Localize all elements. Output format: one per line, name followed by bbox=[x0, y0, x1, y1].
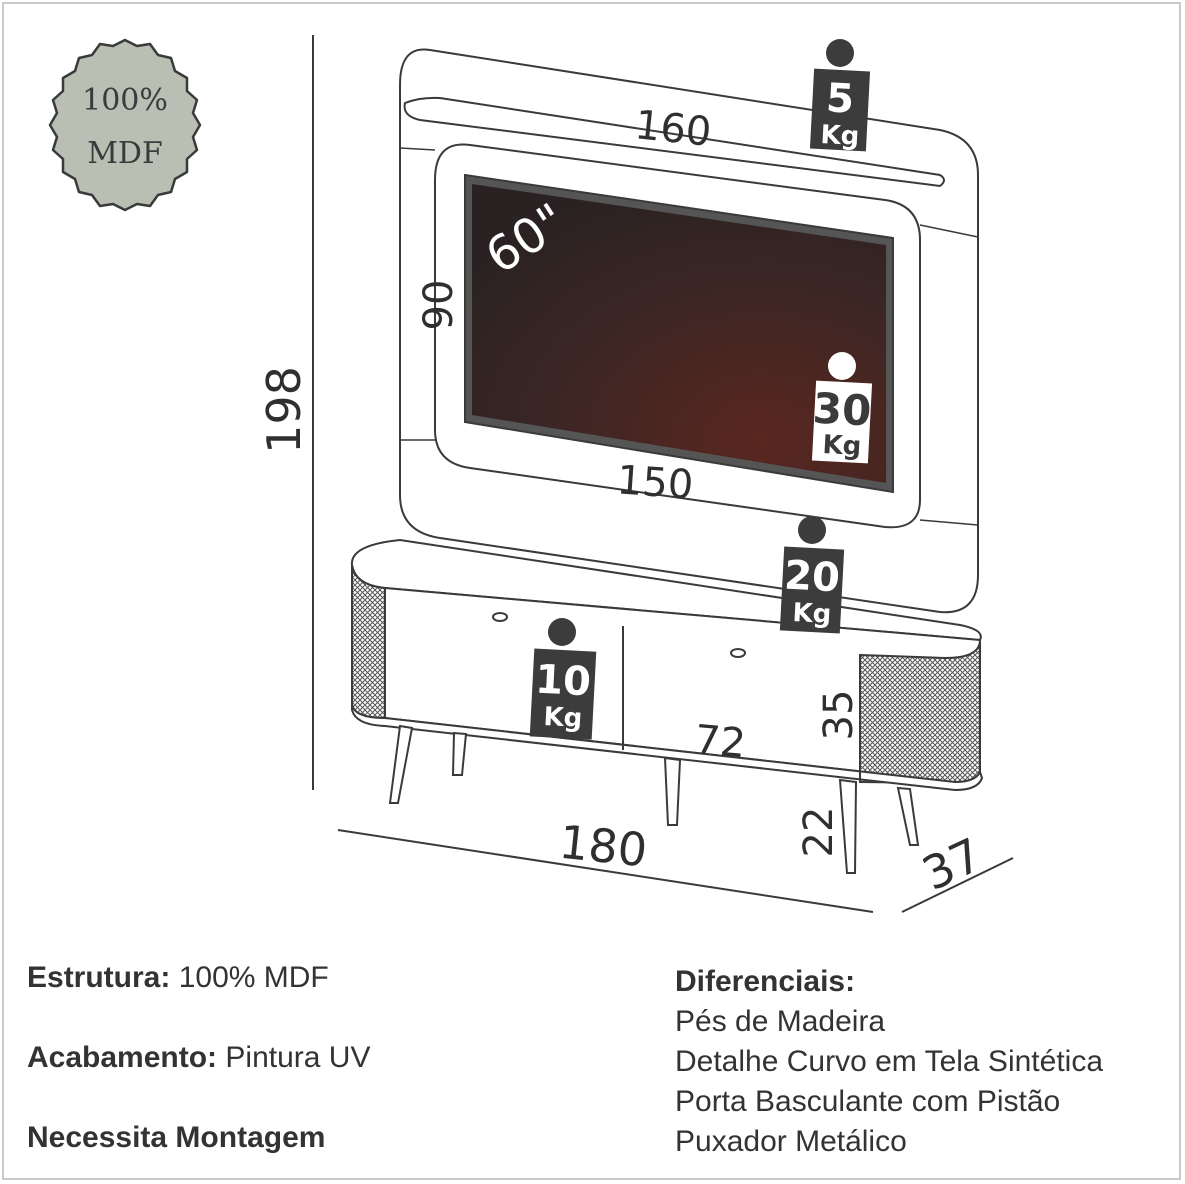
door-width-label: 72 bbox=[693, 717, 748, 767]
rack-height-label: 35 bbox=[816, 690, 862, 741]
spec-label: Necessita Montagem bbox=[27, 1121, 326, 1154]
tv-width-label: 150 bbox=[615, 457, 694, 508]
weight-value: 30 bbox=[812, 384, 873, 436]
weight-tag-panel: 20 Kg bbox=[779, 516, 845, 634]
rack-depth-label: 37 bbox=[914, 827, 990, 901]
rack-legs bbox=[388, 724, 920, 874]
spec-label: Acabamento: bbox=[27, 1041, 218, 1074]
rack-width-label: 180 bbox=[557, 815, 650, 878]
weight-value: 20 bbox=[783, 553, 841, 602]
weight-value: 5 bbox=[825, 75, 855, 122]
spec-acabamento: Acabamento: Pintura UV bbox=[27, 1038, 370, 1078]
tv-height-label: 90 bbox=[416, 280, 462, 331]
weight-unit: Kg bbox=[820, 120, 860, 152]
differential-item: Puxador Metálico bbox=[675, 1125, 907, 1158]
specs-left: Estrutura: 100% MDF Acabamento: Pintura … bbox=[27, 958, 370, 1158]
weight-unit: Kg bbox=[543, 702, 583, 734]
spec-value: Pintura UV bbox=[225, 1041, 371, 1074]
weight-tag-drawer: 10 Kg bbox=[529, 618, 597, 740]
differential-item: Porta Basculante com Pistão bbox=[675, 1085, 1061, 1118]
differential-item: Pés de Madeira bbox=[675, 1005, 886, 1038]
width-dimension-line bbox=[337, 829, 874, 913]
weight-value: 10 bbox=[534, 657, 592, 706]
specs-right: Diferenciais: Pés de Madeira Detalhe Cur… bbox=[675, 962, 1103, 1162]
differentials-title: Diferenciais: bbox=[675, 962, 1103, 1002]
tv-screen: 60" bbox=[464, 173, 894, 494]
spec-label: Estrutura: bbox=[27, 961, 171, 994]
differentials-title-text: Diferenciais: bbox=[675, 965, 856, 998]
panel-width-label: 160 bbox=[633, 102, 714, 156]
differential-item: Detalhe Curvo em Tela Sintética bbox=[675, 1045, 1103, 1078]
spec-value: 100% MDF bbox=[178, 961, 329, 994]
spec-montagem: Necessita Montagem bbox=[27, 1118, 370, 1158]
weight-unit: Kg bbox=[792, 598, 832, 630]
weight-tag-shelf: 5 Kg bbox=[809, 39, 871, 152]
total-height-label: 198 bbox=[257, 366, 311, 454]
depth-dimension-line bbox=[901, 857, 1014, 913]
seal-line-1: 100% bbox=[82, 83, 168, 118]
furniture-diagram: 100% MDF 198 60" 160 90 150 bbox=[48, 35, 1014, 913]
leg-height-label: 22 bbox=[796, 807, 842, 858]
spec-estrutura: Estrutura: 100% MDF bbox=[27, 958, 370, 998]
weight-unit: Kg bbox=[822, 430, 862, 462]
weight-tag-tv: 30 Kg bbox=[812, 352, 873, 464]
seal-line-2: MDF bbox=[87, 136, 163, 171]
mdf-seal: 100% MDF bbox=[48, 38, 202, 212]
